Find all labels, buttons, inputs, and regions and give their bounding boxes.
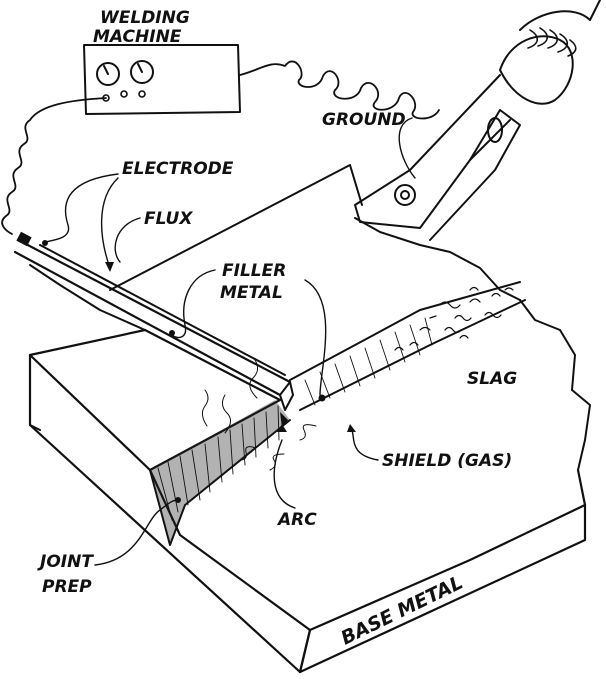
welding-machine [83, 44, 241, 115]
label-slag: SLAG [467, 369, 517, 389]
label-joint-line1: JOINT [37, 552, 94, 572]
label-arc: ARC [276, 510, 317, 530]
weld-joint [149, 281, 526, 546]
leader-lines [42, 117, 416, 566]
label-welding-machine-line1: WELDING [100, 8, 190, 28]
label-filler-line2: METAL [220, 283, 283, 303]
label-electrode: ELECTRODE [122, 159, 234, 179]
label-filler-line1: FILLER [222, 261, 286, 281]
label-ground: GROUND [322, 110, 406, 130]
label-shield: SHIELD (GAS) [382, 451, 512, 471]
label-flux: FLUX [144, 209, 193, 229]
label-joint-line2: PREP [42, 577, 92, 597]
electrode-rod [13, 231, 294, 428]
cables [1, 60, 440, 235]
dial-right-icon [130, 60, 154, 84]
labels: WELDING MACHINE GROUND ELECTRODE FLUX FI… [37, 8, 517, 649]
label-welding-machine-line2: MACHINE [93, 27, 182, 47]
base-metal-plate [28, 164, 591, 674]
dial-left-icon [96, 62, 120, 86]
